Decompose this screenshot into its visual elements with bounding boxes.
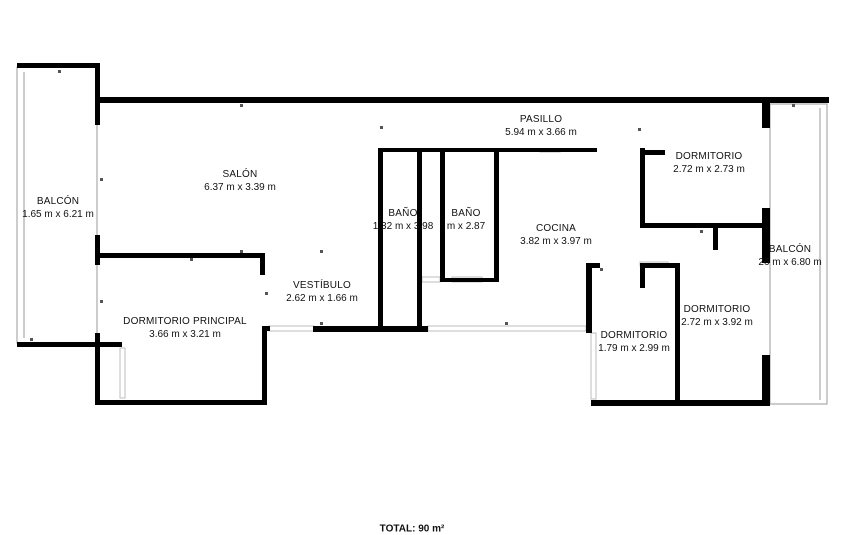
room-name: BALCÓN [768,244,812,255]
total-area: TOTAL: 90 m² [379,523,445,535]
room-dormitorio-ne: DORMITORIO 2.72 m x 2.73 m [673,150,745,176]
room-name: DORMITORIO PRINCIPAL [123,316,247,327]
room-name: PASILLO [519,114,563,125]
room-pasillo: PASILLO 5.94 m x 3.66 m [505,113,577,139]
room-name: VESTÍBULO [293,280,351,291]
room-name: BALCÓN [36,196,80,207]
room-balcon-right: BALCÓN 26 m x 6.80 m [758,243,821,269]
room-name: DORMITORIO [675,151,743,162]
room-name: COCINA [535,223,577,234]
room-dimensions: 6.37 m x 3.39 m [204,182,276,193]
room-name: SALÓN [222,169,258,180]
room-balcon-left: BALCÓN 1.65 m x 6.21 m [22,195,94,221]
room-cocina: COCINA 3.82 m x 3.97 m [520,222,592,248]
room-dormitorio-s: DORMITORIO 1.79 m x 2.99 m [598,329,670,355]
window-openings [119,148,669,400]
room-bano-1: BAÑO 1.32 m x 3.98 [373,207,434,233]
room-dimensions: 2.72 m x 3.92 m [681,317,753,328]
room-dimensions: 2.62 m x 1.66 m [286,293,358,304]
room-salon: SALÓN 6.37 m x 3.39 m [204,168,276,194]
room-dimensions: 2.72 m x 2.73 m [673,164,745,175]
room-dimensions: 1.32 m x 3.98 [372,221,434,232]
room-dimensions: 3.82 m x 3.97 m [520,236,592,247]
room-name: DORMITORIO [600,330,668,341]
room-name: DORMITORIO [683,304,751,315]
room-dimensions: 26 m x 6.80 m [758,257,822,268]
room-dimensions: 3.66 m x 3.21 m [149,329,221,340]
room-name: BAÑO [451,208,481,219]
room-dimensions: 5.94 m x 3.66 m [505,127,577,138]
walls [17,63,829,406]
room-dimensions: m x 2.87 [446,221,486,232]
room-vestibulo: VESTÍBULO 2.62 m x 1.66 m [286,279,358,305]
room-dormitorio-se: DORMITORIO 2.72 m x 3.92 m [681,303,753,329]
room-dimensions: 1.65 m x 6.21 m [22,209,94,220]
room-dimensions: 1.79 m x 2.99 m [598,343,670,354]
opening-ticks [30,70,795,341]
room-name: BAÑO [388,208,418,219]
room-dormitorio-principal: DORMITORIO PRINCIPAL 3.66 m x 3.21 m [123,315,247,341]
room-bano-2: BAÑO m x 2.87 [447,207,485,233]
